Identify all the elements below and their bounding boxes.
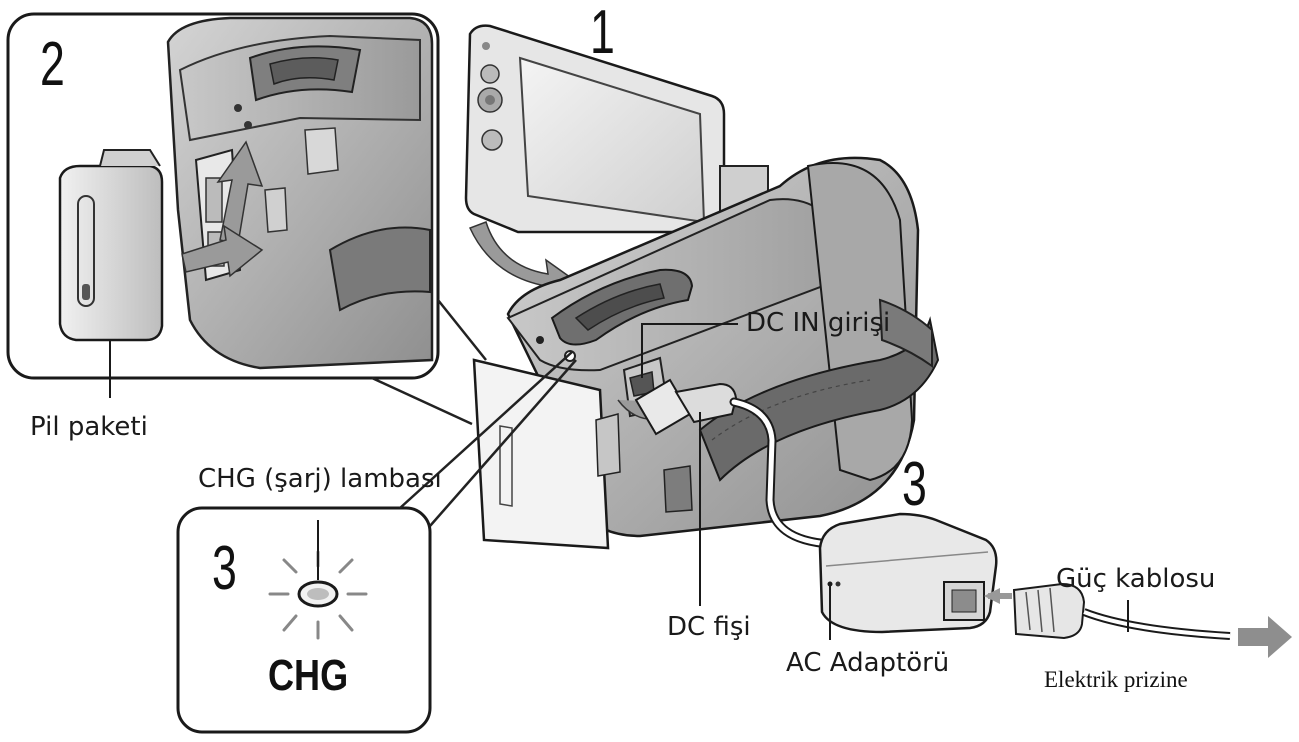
step-3-inset-number: 3	[212, 534, 237, 603]
camcorder-illustration	[464, 24, 940, 550]
chg-lamp-label: CHG (şarj) lambası	[198, 464, 442, 494]
battery-pack-label: Pil paketi	[30, 412, 148, 442]
step-1-number: 1	[590, 0, 615, 67]
step-3-number: 3	[902, 450, 927, 519]
leader-lines	[109, 323, 1129, 640]
inset-chg-panel	[176, 506, 432, 734]
ac-adaptor-label: AC Adaptörü	[786, 648, 950, 678]
to-outlet-label: Elektrik prizine	[1044, 667, 1188, 692]
dc-in-jack-label: DC IN girişi	[746, 308, 891, 338]
ac-adapter-illustration	[818, 512, 1292, 658]
step-2-number: 2	[40, 30, 65, 99]
power-cord-label: Güç kablosu	[1056, 564, 1216, 594]
chg-indicator-text: CHG	[268, 651, 349, 700]
dc-plug-label: DC fişi	[667, 612, 751, 642]
inset-battery-panel	[6, 12, 440, 380]
